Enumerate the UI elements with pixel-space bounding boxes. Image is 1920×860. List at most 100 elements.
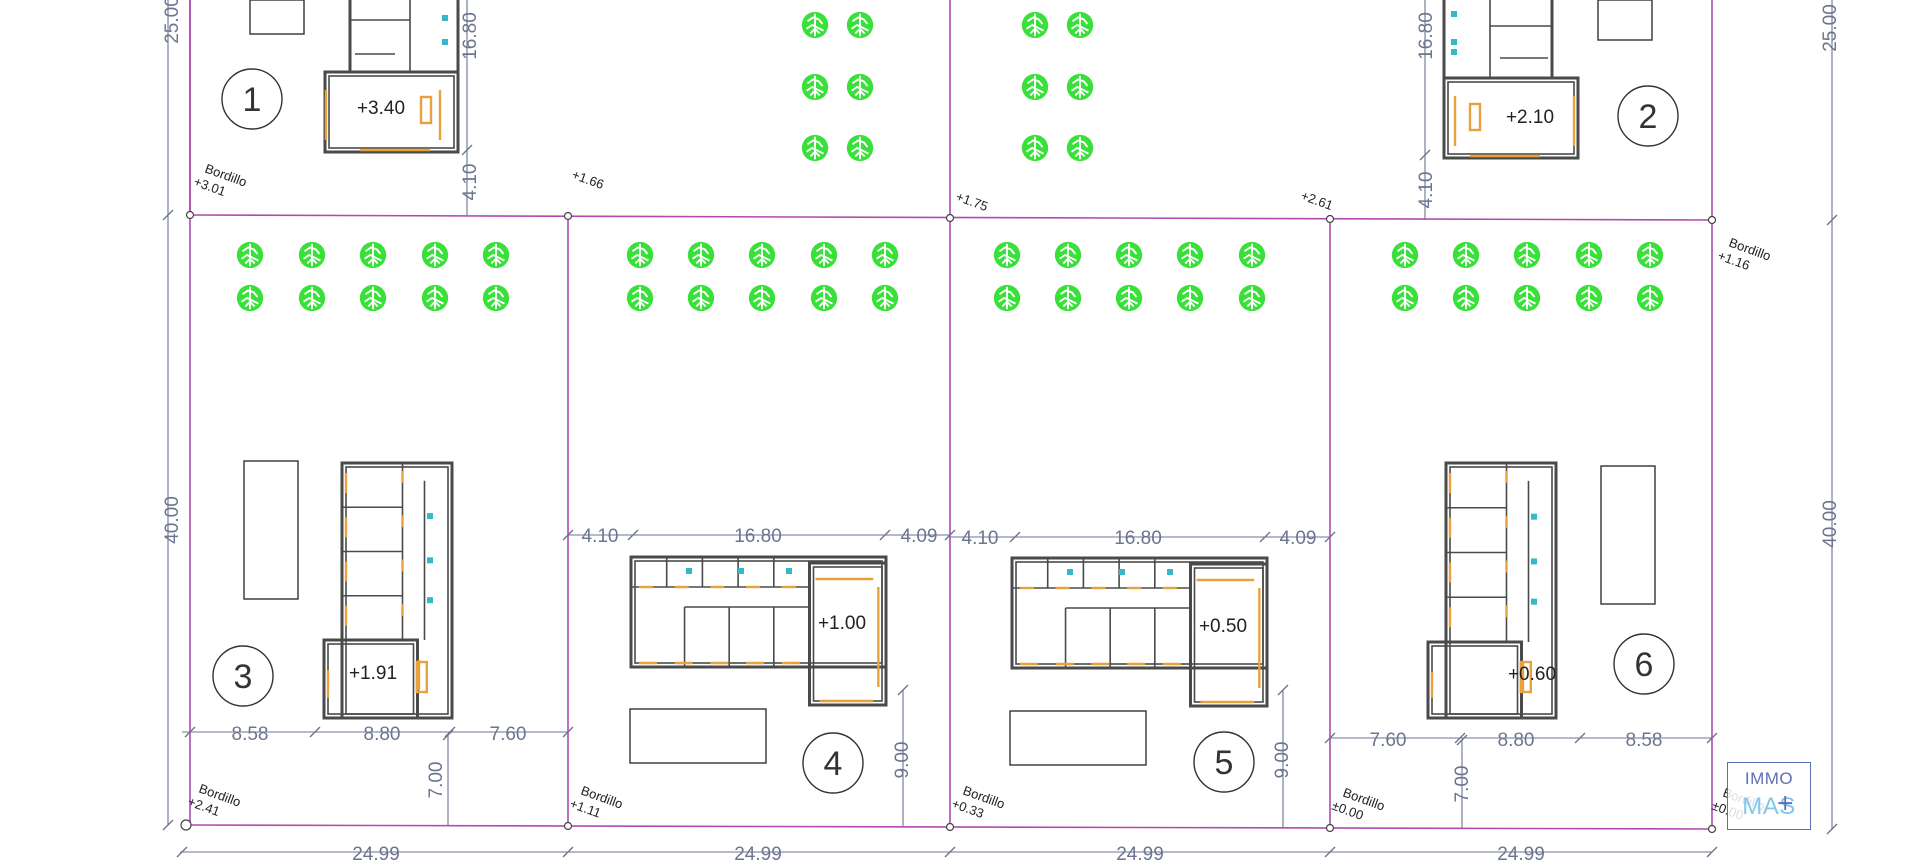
dim-left-margin-6: 8.58 — [1626, 730, 1663, 751]
dim-right-margin-6: 7.60 — [1370, 730, 1407, 751]
tree-icon — [870, 283, 900, 313]
plot-number-6: 6 — [1635, 646, 1654, 684]
fixture-icon — [1167, 569, 1173, 575]
fixture-icon — [786, 568, 792, 574]
tree-icon — [1237, 240, 1267, 270]
tree-icon — [992, 283, 1022, 313]
tree-icon — [1451, 283, 1481, 313]
tree-icon — [1114, 240, 1144, 270]
dim-setback-4a: 4.10 — [582, 526, 619, 547]
floor-level-1: +3.40 — [357, 98, 405, 119]
fixture-icon — [427, 557, 433, 564]
dim-house-length-2: 16.80 — [1416, 12, 1437, 60]
tree-icon — [992, 240, 1022, 270]
dim-setback-1: 4.10 — [460, 164, 481, 201]
dim-plot-width-4: 24.99 — [1497, 844, 1545, 860]
tree-icon — [625, 283, 655, 313]
tree-icon — [1390, 240, 1420, 270]
tree-icon — [747, 240, 777, 270]
tree-icon — [1114, 283, 1144, 313]
corner-marker — [1707, 215, 1717, 225]
tree-icon — [297, 240, 327, 270]
dim-setback-2: 4.10 — [1416, 172, 1437, 209]
tick-marks — [162, 144, 1838, 858]
pool-1 — [249, 0, 305, 35]
dim-front-setback-5: 9.00 — [1272, 742, 1293, 779]
house-6 — [1426, 461, 1558, 720]
pools — [243, 0, 1656, 766]
dimension-ticks — [162, 144, 1838, 858]
tree-icon — [1451, 240, 1481, 270]
pool-5 — [1009, 710, 1147, 766]
tree-icon — [809, 240, 839, 270]
tree-icon — [297, 283, 327, 313]
house-4 — [629, 555, 888, 707]
tree-icon — [625, 240, 655, 270]
tree-icon — [686, 240, 716, 270]
pool-2 — [1597, 0, 1653, 41]
dim-depth-top-2: 25.00 — [1820, 4, 1841, 52]
tree-icon — [1065, 133, 1095, 163]
plot-circle-5 — [1193, 731, 1255, 793]
corner-marker — [185, 210, 195, 220]
tree-icon — [1237, 283, 1267, 313]
tree-icon — [481, 240, 511, 270]
dimension-labels: 25.00 40.00 25.00 40.00 24.99 24.99 24.9… — [162, 0, 1841, 860]
tree-icon — [1175, 240, 1205, 270]
logo-plus-icon: + — [1776, 791, 1795, 816]
tree-icon — [1065, 10, 1095, 40]
tree-icon — [1175, 283, 1205, 313]
pool-3 — [243, 460, 299, 600]
tree-icon — [1020, 10, 1050, 40]
tree-icon — [1020, 72, 1050, 102]
fixture-icon — [442, 15, 448, 21]
plot-circle-2 — [1617, 85, 1679, 147]
logo-text-top: IMMO — [1744, 769, 1794, 788]
corner-marker — [1325, 823, 1335, 833]
dim-plot-width-3: 24.99 — [1116, 844, 1164, 860]
tree-icon — [235, 283, 265, 313]
corner-marker — [180, 819, 192, 831]
dim-setback-4b: 4.09 — [901, 526, 938, 547]
plot-number-1: 1 — [243, 81, 262, 119]
dim-front-setback-6: 7.00 — [1452, 766, 1473, 803]
dimension-lines — [167, 0, 1833, 853]
tree-icon — [1512, 283, 1542, 313]
dim-depth-bottom-1: 40.00 — [162, 496, 183, 544]
tree-icon — [845, 72, 875, 102]
tree-icon — [1574, 283, 1604, 313]
floor-level-2: +2.10 — [1506, 107, 1554, 128]
spot-level-2: +1.75 — [954, 189, 990, 214]
floor-levels: +3.40 +2.10 +1.91 +1.00 +0.50 +0.60 — [349, 98, 1556, 685]
plot-number-2: 2 — [1639, 98, 1658, 136]
tree-icon — [358, 240, 388, 270]
plot-number-5: 5 — [1215, 744, 1234, 782]
logo-text-bottom: MAS — [1742, 793, 1796, 820]
fixture-icon — [738, 568, 744, 574]
spot-level-1: +1.66 — [570, 167, 606, 192]
fixture-icon — [1451, 49, 1457, 55]
corner-marker — [1325, 214, 1335, 224]
fixture-icon — [1531, 598, 1537, 605]
fixture-icon — [1067, 569, 1073, 575]
house-2 — [1442, 0, 1580, 160]
pool-4 — [629, 708, 767, 764]
bordillo-4: Bordillo +1.11 — [568, 783, 625, 821]
dim-house-length-5: 16.80 — [1114, 528, 1162, 549]
plot-circle-3 — [212, 645, 274, 707]
plot-number-4: 4 — [824, 745, 843, 783]
fixture-icon — [442, 39, 448, 45]
tree-icon — [420, 240, 450, 270]
dim-depth-top-1: 25.00 — [162, 0, 183, 44]
plot-number-3: 3 — [234, 658, 253, 696]
dim-house-length-1: 16.80 — [460, 12, 481, 60]
house-5 — [1010, 556, 1269, 708]
bordillo-2: Bordillo +1.16 — [1716, 235, 1773, 273]
spot-levels: +1.66 +1.75 +2.61 — [570, 167, 1335, 214]
plot-circle-1 — [221, 68, 283, 130]
plot-number-circles — [212, 68, 1679, 794]
pool-6 — [1600, 465, 1656, 605]
tree-icon — [747, 283, 777, 313]
